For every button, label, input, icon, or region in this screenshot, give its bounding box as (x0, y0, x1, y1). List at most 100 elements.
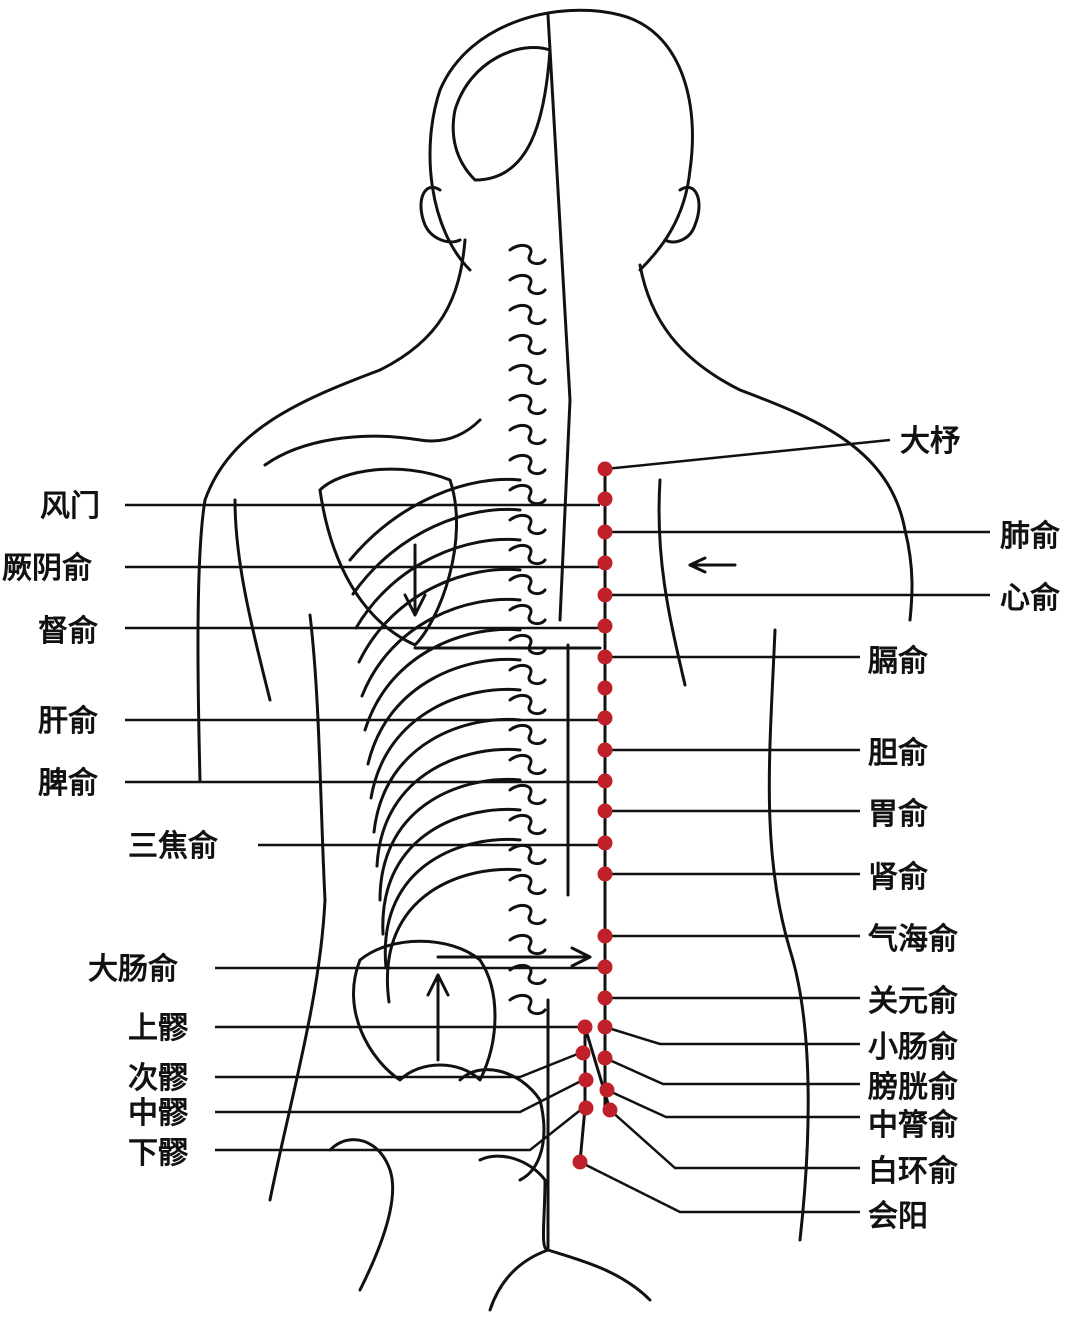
acupoint (602, 1102, 618, 1118)
acupoint-label: 大杼 (900, 424, 960, 459)
leader-line (215, 1051, 581, 1079)
acupoint (597, 618, 613, 634)
vertebra (508, 873, 547, 896)
vertebra (508, 603, 547, 626)
rib (351, 507, 522, 596)
rib (372, 717, 522, 834)
acupoint-label: 胃俞 (868, 797, 929, 832)
acupoint (572, 1154, 588, 1170)
acupoint-label: 三焦俞 (128, 829, 219, 864)
leader-lines (125, 438, 990, 1214)
acupoint-label: 小肠俞 (868, 1030, 959, 1065)
body-outline (196, 8, 914, 1312)
acupoint-label: 风门 (40, 489, 100, 524)
acupoint (578, 1072, 594, 1088)
acupoint (597, 555, 613, 571)
rib (378, 777, 522, 902)
acupoint-label: 大肠俞 (88, 952, 179, 987)
vertebra (508, 393, 547, 416)
acupoint (597, 866, 613, 882)
acupoint (597, 803, 613, 819)
vertebra (508, 303, 547, 326)
rib (360, 597, 522, 698)
leader-line (215, 1078, 584, 1114)
vertebra (508, 573, 547, 596)
acupoint-label: 脾俞 (38, 766, 99, 801)
acupoint-label: 肾俞 (868, 860, 929, 895)
vertebra (508, 933, 547, 956)
acupoint-label: 胆俞 (868, 736, 929, 771)
rib (363, 627, 522, 732)
vertebra (508, 723, 547, 746)
vertebra (508, 993, 547, 1016)
vertebra (508, 543, 547, 566)
vertebra (508, 813, 547, 836)
rib (381, 807, 522, 936)
leader-line (604, 1056, 860, 1086)
acupoint-label: 督俞 (38, 614, 99, 649)
acupoint (597, 461, 613, 477)
acupoint (597, 990, 613, 1006)
acupoint-label: 白环俞 (868, 1154, 959, 1189)
acupoint (597, 742, 613, 758)
leader-line (606, 1088, 860, 1119)
acupoint (597, 959, 613, 975)
acupoint (597, 587, 613, 603)
acupoint (578, 1100, 594, 1116)
acupoint-label: 膈俞 (868, 644, 929, 679)
acupoint-label: 厥阴俞 (2, 551, 93, 586)
rib (354, 537, 522, 630)
acupoint (597, 1019, 613, 1035)
acupoint (597, 835, 613, 851)
acupoint (597, 710, 613, 726)
acupoints (572, 461, 618, 1170)
vertebra (508, 783, 547, 806)
acupoint (597, 1050, 613, 1066)
acupoint-label: 气海俞 (868, 922, 959, 957)
leader-line (579, 1160, 860, 1214)
vertebra (508, 243, 547, 266)
acupoint-label: 次髎 (128, 1061, 189, 1096)
rib (348, 477, 522, 562)
acupoint (597, 649, 613, 665)
vertebra (508, 753, 547, 776)
acupoint-label: 膀胱俞 (867, 1070, 959, 1105)
vertebra (508, 453, 547, 476)
acupoint (597, 491, 613, 507)
vertebra (508, 663, 547, 686)
rib (357, 567, 522, 664)
acupoint-label: 下髎 (128, 1136, 189, 1171)
vertebra (508, 693, 547, 716)
acupoint (597, 773, 613, 789)
acupoint (599, 1082, 615, 1098)
rib (366, 657, 522, 766)
leader-line (604, 1025, 860, 1046)
leader-line (604, 438, 891, 471)
vertebra (508, 483, 547, 506)
acupoint-label: 肝俞 (38, 704, 99, 739)
vertebra (508, 423, 547, 446)
leader-line (609, 1109, 860, 1170)
leader-line (215, 1107, 584, 1152)
vertebra (508, 963, 547, 986)
acupoint-label: 中膂俞 (868, 1108, 959, 1143)
vertebra (508, 333, 547, 356)
acupoint-label: 心俞 (1000, 581, 1061, 616)
vertebra (508, 903, 547, 926)
acupoint (597, 680, 613, 696)
rib (369, 687, 522, 800)
vertebra (508, 513, 547, 536)
vertebra (508, 633, 547, 656)
acupoint-label: 关元俞 (868, 984, 959, 1019)
acupoint (575, 1045, 591, 1061)
acupoint (597, 928, 613, 944)
acupoint-label: 上髎 (128, 1011, 189, 1046)
vertebra (508, 843, 547, 866)
labels: 风门厥阴俞督俞肝俞脾俞三焦俞大肠俞上髎次髎中髎下髎大杼肺俞心俞膈俞胆俞胃俞肾俞气… (2, 424, 1061, 1234)
rib (385, 867, 522, 1004)
rib (383, 837, 522, 970)
acupoint (577, 1019, 593, 1035)
rib (375, 747, 522, 868)
acupoint-label: 中髎 (128, 1096, 189, 1131)
